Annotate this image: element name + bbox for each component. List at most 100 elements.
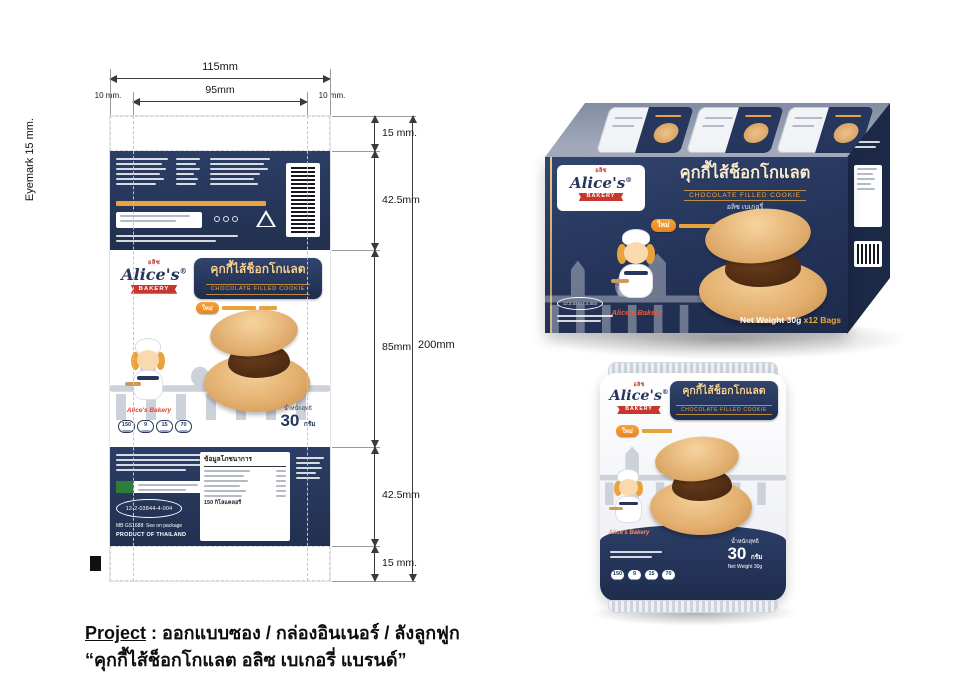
dim-margin-right: 10 mm.	[318, 91, 346, 100]
gold-trim	[550, 157, 552, 333]
gda-badges: 150 9 15 70	[118, 420, 192, 433]
eyemark-note: Eyemark 15 mm.	[24, 118, 36, 202]
nutrition-energy: 150 กิโลแคลอรี	[204, 499, 242, 506]
dim-line-sec-3	[371, 446, 379, 547]
dim-sec-2: 85mm	[382, 341, 412, 353]
bag-body: อลิซ Alice's® BAKERY คุกกี้ไส้ช็อกโกแลต …	[600, 373, 786, 601]
product-title-en: CHOCOLATE FILLED COOKIE	[205, 284, 311, 295]
bag-fine-print	[610, 551, 666, 561]
logo-panel	[557, 165, 645, 211]
dim-sec-4: 15 mm.	[382, 557, 418, 569]
mascot-girl	[609, 229, 665, 307]
brand-logo: อลิซ Alice's® BAKERY	[609, 382, 669, 415]
mascot-caption: Alice's Bakery	[611, 308, 663, 317]
side-fine-print	[296, 457, 326, 482]
barcode	[286, 163, 320, 237]
footer-product-line: “คุกกี้ไส้ช็อกโกแลต อลิซ เบเกอรี่ แบรนด์…	[85, 650, 407, 670]
nutrition-title: ข้อมูลโภชนาการ	[204, 456, 286, 467]
bakery-ribbon: BAKERY	[617, 405, 661, 415]
registered-mark: ®	[179, 266, 187, 276]
bakery-ribbon: BAKERY	[578, 192, 624, 202]
dim-sec-0: 15 mm.	[382, 127, 418, 139]
footer-project-line: Project : ออกแบบซอง / กล่องอินเนอร์ / ลั…	[85, 622, 460, 645]
net-weight-label: น้ำหนักสุทธิ	[284, 406, 312, 412]
dim-line-width-total	[109, 75, 331, 83]
brand-thai: อลิซ	[147, 260, 161, 266]
fda-number: 12-2-03844-4-004	[125, 505, 173, 512]
bag-bottom-band: 150 9 15 70 น้ำหนักสุทธิ 30 กรัม Net Wei…	[600, 525, 786, 601]
box-bag-count: x12 Bags	[803, 315, 841, 325]
bakery-ribbon: BAKERY	[130, 285, 178, 294]
back-panel-top	[110, 151, 330, 250]
dieline-panel: อลิซ Alice's® BAKERY คุกกี้ไส้ช็อกโกแลต …	[109, 115, 331, 582]
project-description: : ออกแบบซอง / กล่องอินเนอร์ / ลังลูกฟูก	[146, 623, 460, 643]
side-nutrition-box	[854, 165, 882, 227]
cookie-illustration	[202, 305, 314, 414]
dim-line-sec-2	[371, 249, 379, 448]
gda-fat: 15	[156, 420, 173, 433]
net-weight: น้ำหนักสุทธิ 30 กรัม	[272, 406, 324, 431]
product-title-thai: คุกกี้ไส้ช็อกโกแลต	[679, 164, 811, 182]
mascot-girl	[124, 338, 174, 406]
top-seal-flap	[110, 116, 330, 151]
green-info-strip	[116, 481, 206, 493]
mascot-caption: Alice's Bakery	[126, 407, 172, 414]
origin-note: PRODUCT OF THAILAND	[116, 532, 187, 538]
ingredients-right-column	[210, 158, 272, 188]
new-badge: ใหม่	[651, 219, 719, 232]
dim-line-width-inner	[132, 98, 308, 106]
fda-oval: 12-2-03844-4-004	[557, 297, 603, 310]
product-title-block: คุกกี้ไส้ช็อกโกแลต CHOCOLATE FILLED COOK…	[647, 163, 843, 212]
ingredients-values	[176, 158, 204, 188]
cookie-illustration	[695, 203, 831, 327]
inner-pack-top	[685, 107, 785, 153]
front-fine-print	[557, 315, 617, 325]
storage-fine-print	[116, 454, 208, 474]
dim-width-inner: 95mm	[205, 84, 235, 96]
mascot-girl	[608, 469, 650, 529]
net-weight-unit: กรัม	[303, 421, 316, 429]
net-weight-value: 30	[280, 411, 300, 431]
brand-logo: อลิซ Alice's® BAKERY	[121, 260, 187, 294]
product-title-banner: คุกกี้ไส้ช็อกโกแลต CHOCOLATE FILLED COOK…	[670, 381, 778, 421]
side-barcode	[854, 241, 882, 267]
brand-logo: อลิซ Alice's® BAKERY	[559, 168, 643, 202]
project-label: Project	[85, 623, 147, 643]
net-weight: น้ำหนักสุทธิ 30 กรัม Net Weight 30g	[727, 539, 763, 570]
eyemark-block	[90, 556, 101, 571]
new-badge: ใหม่	[196, 302, 277, 314]
allergen-highlight-bar	[116, 201, 266, 206]
gda-sodium: 70	[175, 420, 192, 433]
side-fine-print	[854, 141, 884, 151]
fda-oval: 12-2-03844-4-004	[116, 499, 182, 518]
dim-width-total: 115mm	[202, 61, 238, 73]
dim-sec-1: 42.5mm	[382, 194, 420, 206]
ingredients-fine-print	[116, 158, 170, 188]
new-badge: ใหม่	[616, 425, 672, 437]
box-mockup-top-face	[545, 103, 890, 157]
dim-line-sec-1	[371, 150, 379, 251]
dim-margin-left: 10 mm.	[94, 91, 122, 100]
box-net-weight-label: Net Weight 30g	[740, 315, 802, 325]
box-mockup-front-face: อลิซ Alice's® BAKERY คุกกี้ไส้ช็อกโกแลต …	[545, 157, 848, 333]
bottom-seal-flap	[110, 546, 330, 581]
recycle-icons	[214, 216, 238, 222]
dim-line-height-total	[409, 115, 417, 582]
new-badge-label: ใหม่	[196, 302, 219, 314]
front-panel: อลิซ Alice's® BAKERY คุกกี้ไส้ช็อกโกแลต …	[110, 250, 330, 447]
inner-pack-top	[595, 107, 695, 153]
gda-badges: 150 9 15 70	[610, 569, 676, 581]
product-subtitle-thai: อลิซ เบเกอรี่	[726, 203, 764, 211]
product-title-en: CHOCOLATE FILLED COOKIE	[684, 189, 806, 202]
product-title-banner: คุกกี้ไส้ช็อกโกแลต CHOCOLATE FILLED COOK…	[194, 258, 322, 299]
fold-line-right	[307, 116, 308, 581]
fold-line-left	[133, 116, 134, 581]
bag-bottom-seal	[608, 600, 778, 613]
nutrition-table: ข้อมูลโภชนาการ 150 กิโลแคลอรี	[200, 452, 290, 541]
brand-name: Alice's	[121, 265, 180, 284]
dim-line-sec-4	[371, 545, 379, 582]
gda-energy: 150	[118, 420, 135, 433]
box-net-weight: Net Weight 30g x12 Bags	[725, 315, 841, 325]
cookie-illustration	[648, 432, 756, 537]
dim-sec-3: 42.5mm	[382, 489, 420, 501]
